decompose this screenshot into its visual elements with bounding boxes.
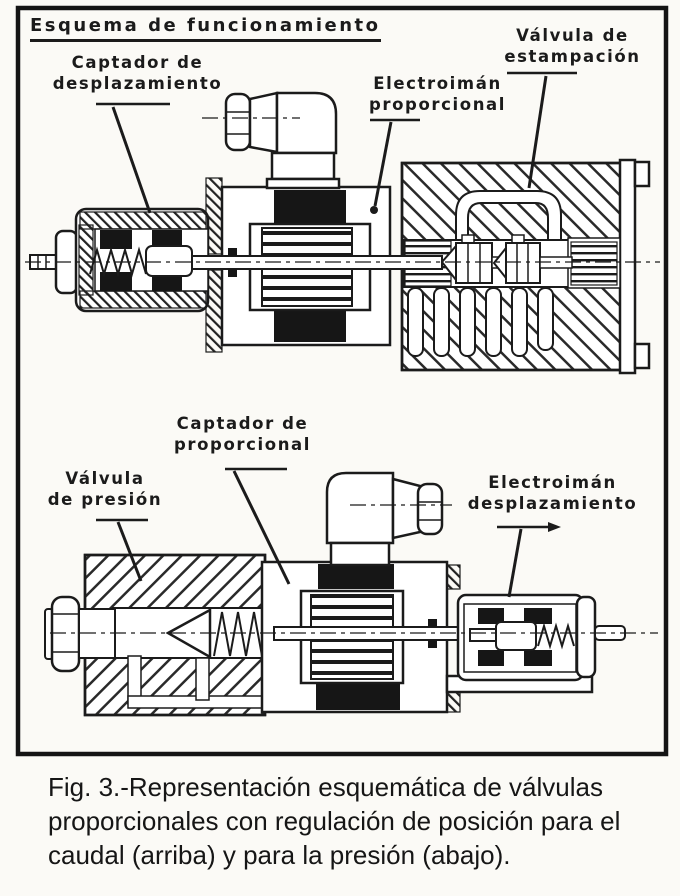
caption-line: proporcionales con regulación de posició… (48, 806, 621, 836)
label-captador-proporcional: Captador de proporcional (150, 413, 335, 455)
label-line: Electroimán (488, 473, 617, 492)
pressure-spring (213, 611, 263, 657)
leader-lines (96, 71, 577, 598)
label-line: estampación (504, 47, 641, 66)
label-line: proporcional (368, 95, 507, 114)
label-line: Válvula (65, 469, 145, 488)
label-valvula-presion: Válvula de presión (15, 468, 195, 510)
figure-caption: Fig. 3.-Representación esquemática de vá… (48, 770, 668, 872)
valve-slots (407, 287, 554, 357)
label-line: desplazamiento (467, 494, 638, 513)
label-line: desplazamiento (52, 74, 223, 93)
bottom-valve-drawing (44, 471, 658, 717)
bottom-electrical-connector-drawing (325, 471, 452, 567)
caption-line: caudal (arriba) y para la presión (abajo… (48, 840, 511, 870)
label-electroiman-proporcional: Electroimán proporcional (345, 73, 530, 115)
label-line: Válvula de (516, 26, 629, 45)
top-valve-drawing (25, 91, 660, 375)
caption-line: Fig. 3.-Representación esquemática de vá… (48, 772, 603, 802)
label-line: Captador de (176, 414, 309, 433)
label-line: Electroimán (373, 74, 502, 93)
label-line: Captador de (71, 53, 204, 72)
figure-border (15, 5, 669, 757)
hex-plug-drawing (44, 595, 116, 673)
top-electrical-connector-drawing (202, 91, 341, 190)
label-valvula-estampacion: Válvula de estampación (480, 25, 665, 67)
label-captador-desplazamiento: Captador de desplazamiento (40, 52, 235, 94)
displacement-solenoid-drawing (445, 593, 626, 694)
sensor-spring (89, 246, 147, 278)
spool-lands-drawing (440, 234, 573, 284)
displacement-sensor-drawing (29, 207, 210, 313)
label-line: de presión (47, 490, 163, 509)
figure-title: Esquema de funcionamiento (30, 15, 381, 42)
pressure-valve-block-drawing (44, 553, 279, 717)
sensor-spring-right (537, 622, 575, 650)
label-electroiman-desplazamiento: Electroimán desplazamiento (460, 472, 645, 514)
label-line: proporcional (173, 435, 312, 454)
